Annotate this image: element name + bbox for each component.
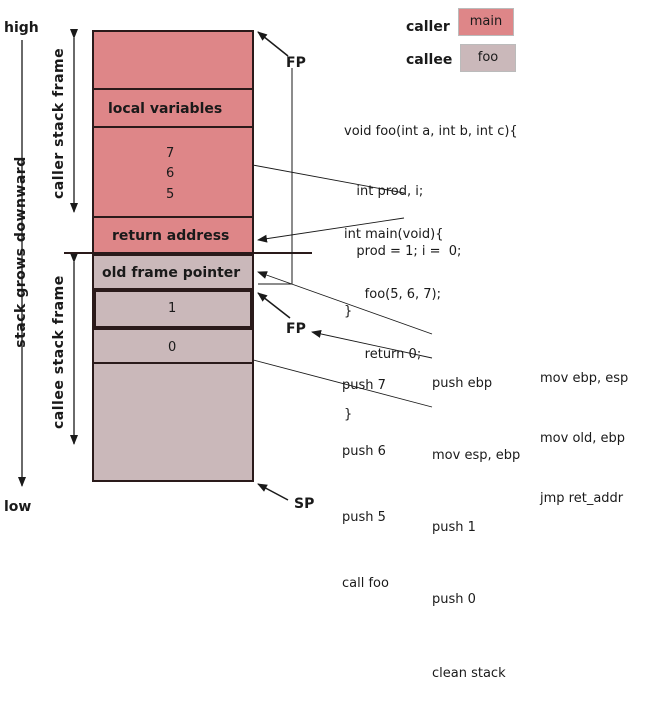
asm-line: push 1 bbox=[432, 520, 476, 535]
main-code: int main(void){ foo(5, 6, 7); return 0; … bbox=[344, 185, 444, 445]
asm-line: push ebp bbox=[432, 376, 493, 391]
local-variables-label: local variables bbox=[108, 101, 223, 117]
foo-code: void foo(int a, int b, int c){ int prod,… bbox=[344, 82, 518, 342]
legend-callee-swatch: foo bbox=[460, 44, 516, 72]
foo-line: void foo(int a, int b, int c){ bbox=[344, 124, 518, 139]
asm-line: push 6 bbox=[342, 444, 386, 459]
old-frame-pointer-label: old frame pointer bbox=[102, 265, 241, 281]
legend-caller-label: caller bbox=[406, 19, 450, 35]
asm-line: clean stack bbox=[432, 666, 506, 681]
asm-line: call foo bbox=[342, 576, 389, 591]
asm-caller: push 7 push 6 push 5 call foo bbox=[342, 331, 389, 617]
sp-arrow bbox=[257, 483, 289, 501]
direction-label: stack grows downward bbox=[13, 156, 29, 348]
foo-line: int prod, i; bbox=[344, 184, 424, 199]
asm-line: push 5 bbox=[342, 510, 386, 525]
arg-5: 5 bbox=[166, 187, 175, 202]
main-line: } bbox=[344, 407, 353, 422]
arg-7: 7 bbox=[166, 146, 175, 161]
caller-frame-label: caller stack frame bbox=[51, 47, 67, 199]
asm-line: push 7 bbox=[342, 378, 386, 393]
asm-line: jmp ret_addr bbox=[540, 491, 624, 506]
asm-line: push 0 bbox=[432, 592, 476, 607]
stack-top-cell bbox=[92, 30, 254, 90]
return-address-cell: return address bbox=[92, 216, 254, 254]
foo-line: prod = 1; i = 0; bbox=[344, 244, 462, 259]
fp-top-arrow bbox=[257, 31, 289, 57]
sp-label: SP bbox=[294, 496, 315, 512]
foo-line: } bbox=[344, 304, 353, 319]
fp-mid-label: FP bbox=[286, 321, 306, 337]
asm-line: mov esp, ebp bbox=[432, 448, 521, 463]
arguments-cell: 7 6 5 bbox=[92, 126, 254, 218]
arg-6: 6 bbox=[166, 166, 175, 181]
asm-line: mov ebp, esp bbox=[540, 371, 629, 386]
low-label: low bbox=[4, 499, 32, 515]
local-variables-cell: local variables bbox=[92, 88, 254, 128]
asm-epilogue: mov ebp, esp mov old, ebp jmp ret_addr bbox=[540, 329, 628, 529]
push-ebp-arrow bbox=[257, 271, 433, 335]
legend-caller-swatch: main bbox=[458, 8, 514, 36]
fp-top-label: FP bbox=[286, 55, 306, 71]
fp-mid-arrow bbox=[257, 292, 291, 319]
return-address-label: return address bbox=[112, 228, 230, 244]
local-0: 0 bbox=[168, 340, 177, 355]
callee-frame-label: callee stack frame bbox=[51, 275, 67, 429]
mov-esp-arrow bbox=[311, 329, 433, 359]
local-1-cell: 1 bbox=[94, 290, 252, 328]
main-line: int main(void){ bbox=[344, 227, 444, 242]
asm-line: mov old, ebp bbox=[540, 431, 626, 446]
asm-callee: push ebp mov esp, ebp push 1 push 0 clea… bbox=[432, 324, 520, 710]
old-frame-pointer-cell: old frame pointer bbox=[92, 254, 254, 290]
legend-callee-label: callee bbox=[406, 52, 453, 68]
return-arrow bbox=[257, 217, 405, 243]
high-label: high bbox=[4, 20, 39, 36]
main-line: foo(5, 6, 7); bbox=[344, 287, 442, 302]
main-line: return 0; bbox=[344, 347, 422, 362]
local-1: 1 bbox=[168, 301, 177, 316]
local-0-cell: 0 bbox=[92, 328, 254, 364]
